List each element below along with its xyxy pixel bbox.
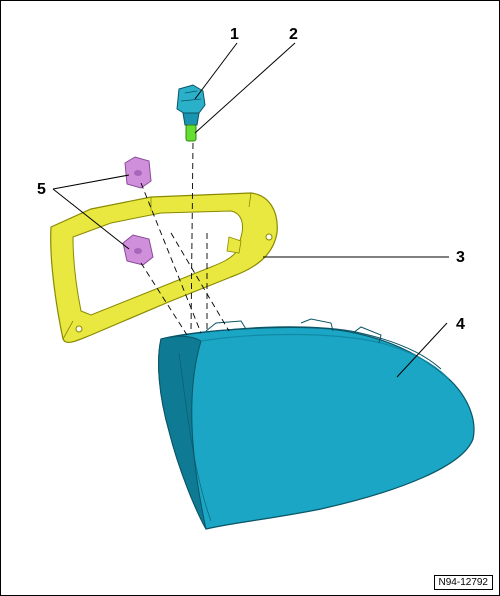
lamp-housing-icon	[158, 318, 475, 530]
callout-1: 1	[230, 26, 239, 43]
callout-2: 2	[289, 26, 298, 43]
nut-icon	[124, 156, 152, 189]
bulb-holder-icon	[176, 84, 206, 126]
bracket-icon	[50, 192, 278, 343]
bulb-icon	[185, 124, 197, 142]
callout-3: 3	[456, 249, 465, 266]
callout-5: 5	[37, 181, 46, 198]
reference-code: N94-12792	[433, 575, 493, 590]
nut-icon	[122, 234, 154, 266]
assembly-lines	[140, 142, 230, 336]
leader-lines	[52, 42, 449, 378]
callout-4: 4	[456, 316, 465, 333]
